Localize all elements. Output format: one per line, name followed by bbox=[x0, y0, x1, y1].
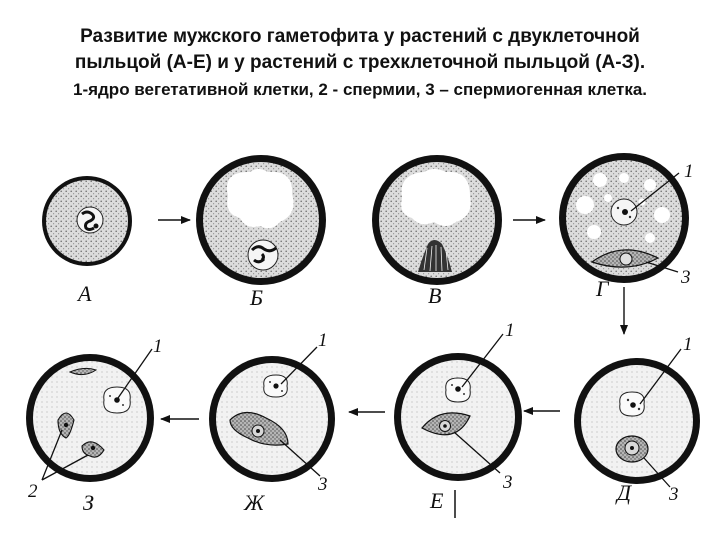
pollen-grain-v bbox=[372, 155, 502, 285]
callout-e-1: 1 bbox=[505, 320, 515, 341]
callout-g-1: 1 bbox=[684, 161, 694, 182]
label-zh: Ж bbox=[243, 490, 265, 515]
label-b: Б bbox=[249, 285, 263, 310]
callout-g-3: 3 bbox=[680, 267, 691, 288]
label-a: А bbox=[76, 281, 92, 306]
pollen-grain-zh bbox=[209, 346, 335, 482]
callout-e-3: 3 bbox=[502, 472, 513, 493]
diagram-title-line-1: Развитие мужского гаметофита у растений … bbox=[80, 26, 640, 47]
pollen-grain-g bbox=[559, 153, 689, 283]
label-v: В bbox=[428, 283, 441, 308]
pollen-grain-b bbox=[196, 155, 326, 285]
pollen-grain-z bbox=[26, 348, 154, 482]
callout-zh-1: 1 bbox=[318, 330, 328, 351]
label-e: Е bbox=[429, 488, 444, 513]
callout-d-3: 3 bbox=[668, 484, 679, 505]
callout-z-1: 1 bbox=[153, 336, 163, 357]
pollen-grain-d bbox=[574, 348, 700, 488]
label-g: Г bbox=[595, 276, 610, 301]
diagram-legend: 1-ядро вегетативной клетки, 2 - спермии,… bbox=[72, 80, 648, 99]
pollen-grain-e bbox=[394, 333, 522, 481]
callout-z-2: 2 bbox=[28, 481, 38, 502]
callout-d-1: 1 bbox=[683, 334, 693, 355]
diagram-title-line-2: пыльцой (А-Е) и у растений с трехклеточн… bbox=[74, 52, 646, 73]
pollen-grain-a bbox=[42, 176, 132, 266]
label-d: Д bbox=[615, 480, 632, 505]
label-z: З bbox=[83, 490, 94, 515]
callout-zh-3: 3 bbox=[317, 474, 328, 495]
